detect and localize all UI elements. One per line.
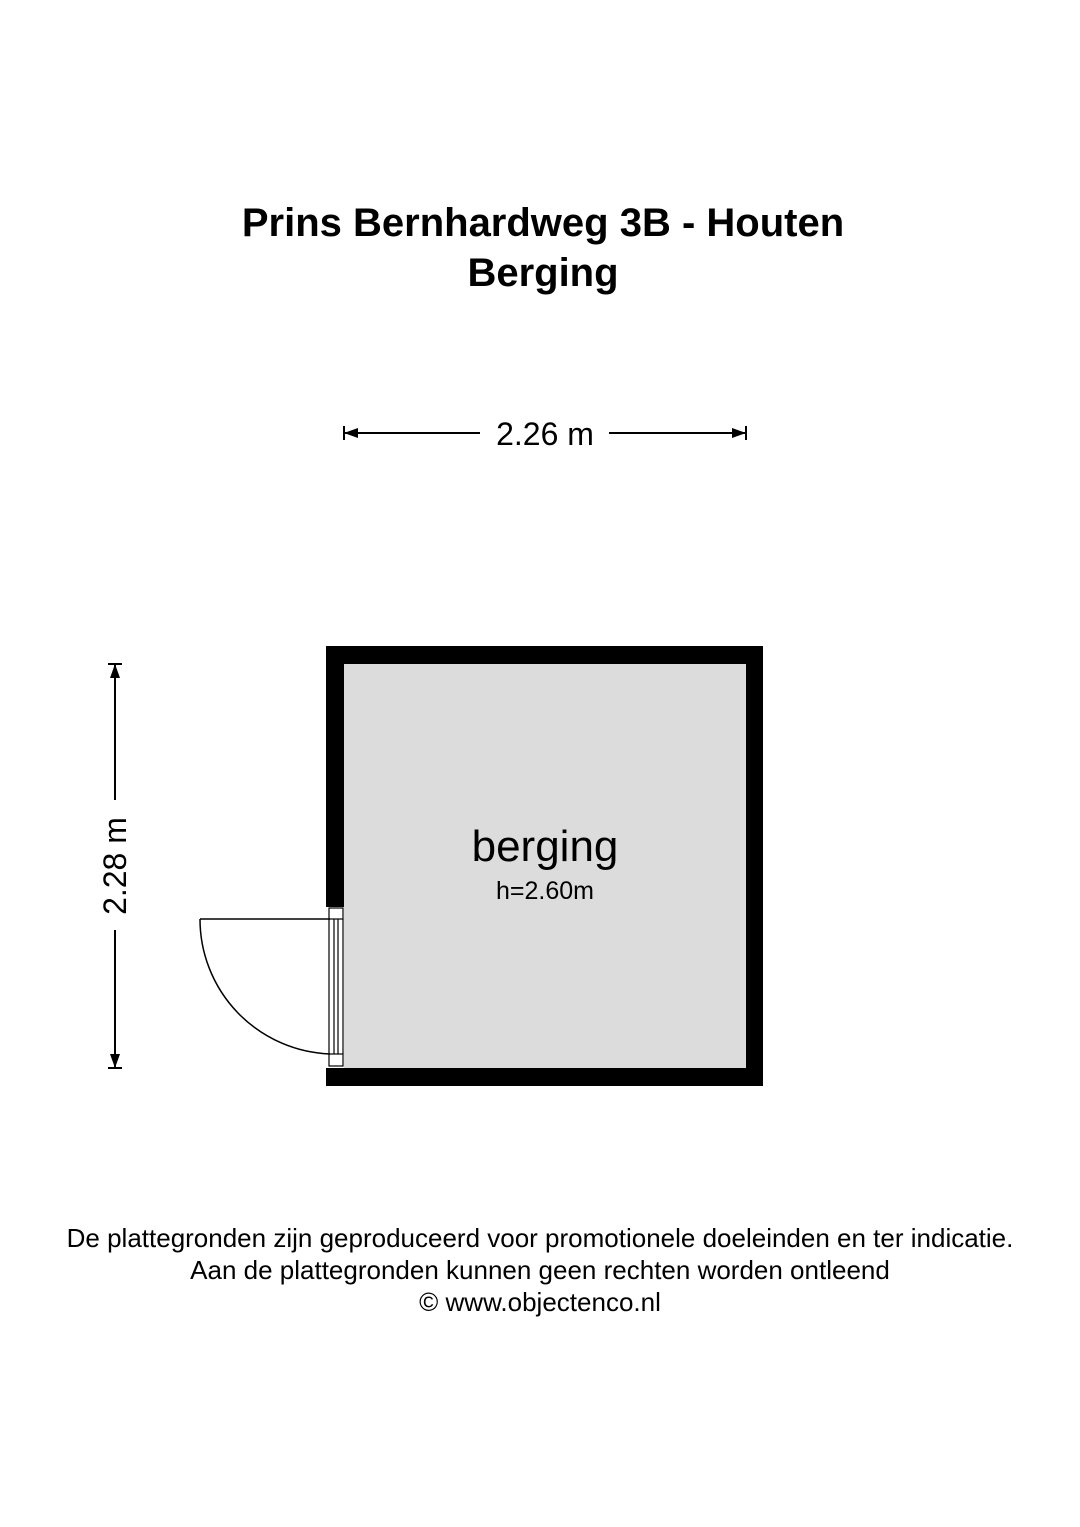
disclaimer-line-2: Aan de plattegronden kunnen geen rechten… [190,1255,890,1285]
door-jamb-top [328,907,344,920]
width-dimension-line [343,426,747,440]
disclaimer-footer: De plattegronden zijn geproduceerd voor … [0,1222,1080,1318]
door-arc [199,918,331,1055]
title-block: Prins Bernhardweg 3B - Houten Berging [0,198,1080,298]
room-ceiling-height-label: h=2.60m [496,877,594,905]
height-dimension-line [108,663,122,1069]
floor-area [344,664,746,1068]
address-title: Prins Bernhardweg 3B - Houten [241,201,845,245]
height-dimension-label: 2.28 m [97,817,133,915]
door-swing [199,918,331,1055]
disclaimer-line-1: De plattegronden zijn geproduceerd voor … [66,1223,1014,1253]
copyright-line: © www.objectenco.nl [419,1287,661,1317]
door-opening [326,907,344,1068]
floor-name-title: Berging [467,251,619,295]
room-berging [326,646,763,1086]
width-dimension-label: 2.26 m [496,416,594,452]
door-jamb-bottom [328,1053,344,1067]
room-name-label: berging [471,822,619,871]
